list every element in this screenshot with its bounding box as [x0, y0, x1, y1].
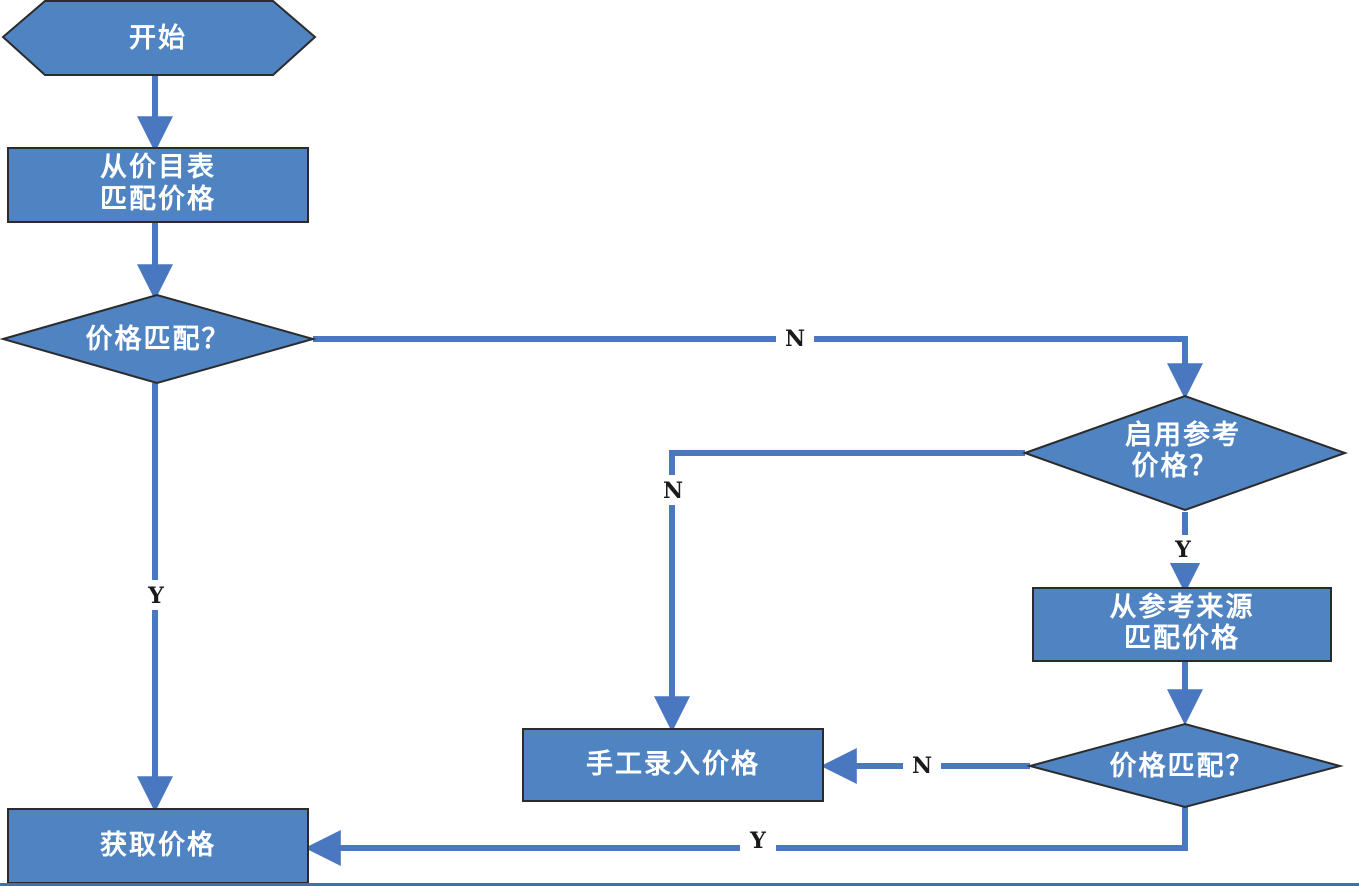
node-get-price: 获取价格 [7, 808, 309, 884]
node-decision-enable-reference: 启用参考 价格？ [1022, 394, 1348, 512]
match-reference-source-box [1032, 587, 1332, 662]
get-price-box [7, 808, 309, 884]
edge-label-reference-no: N [663, 478, 683, 504]
node-match-reference-source: 从参考来源 匹配价格 [1032, 587, 1332, 662]
node-decision-price-match-1: 价格匹配？ [0, 293, 317, 385]
node-match-price-list: 从价目表 匹配价格 [7, 147, 309, 223]
match-price-list-line-1: 从价目表 [100, 152, 216, 183]
edge-decision-1-no-to-reference [313, 336, 1203, 400]
edge-label-decision-2-yes: Y [749, 828, 766, 854]
edge-reference-no-to-manual-entry [654, 450, 1025, 733]
node-start: 开始 [1, 0, 317, 76]
decision-reference-line-1: 启用参考 [1125, 419, 1241, 451]
bottom-edge-strip [0, 883, 1359, 886]
edge-label-decision-2-no: N [912, 753, 932, 779]
edge-decision-2-yes-to-get-price [304, 807, 1188, 866]
decision-1-label: 价格匹配？ [86, 324, 231, 355]
node-decision-price-match-2: 价格匹配？ [1026, 722, 1344, 809]
get-price-label: 获取价格 [100, 830, 216, 861]
edge-labels: N Y N Y N Y [138, 324, 1203, 856]
manual-entry-label: 手工录入价格 [586, 749, 760, 780]
decision-reference-diamond [1022, 394, 1348, 512]
edge-label-decision-1-no: N [785, 326, 805, 352]
decision-reference-line-2: 价格？ [1132, 451, 1219, 482]
decision-2-diamond [1026, 722, 1344, 809]
start-terminator [1, 0, 317, 76]
decision-2-label: 价格匹配？ [1110, 751, 1255, 782]
match-reference-source-line-1: 从参考来源 [1110, 591, 1255, 623]
match-reference-source-line-2: 匹配价格 [1124, 623, 1240, 654]
manual-entry-box [522, 728, 824, 802]
edge-label-decision-1-yes: Y [147, 583, 164, 609]
node-manual-entry: 手工录入价格 [522, 728, 824, 802]
match-price-list-line-2: 匹配价格 [100, 184, 216, 215]
match-price-list-box [7, 147, 309, 223]
decision-1-diamond [0, 293, 317, 385]
start-label: 开始 [129, 22, 187, 54]
edge-label-reference-yes: Y [1174, 537, 1191, 563]
